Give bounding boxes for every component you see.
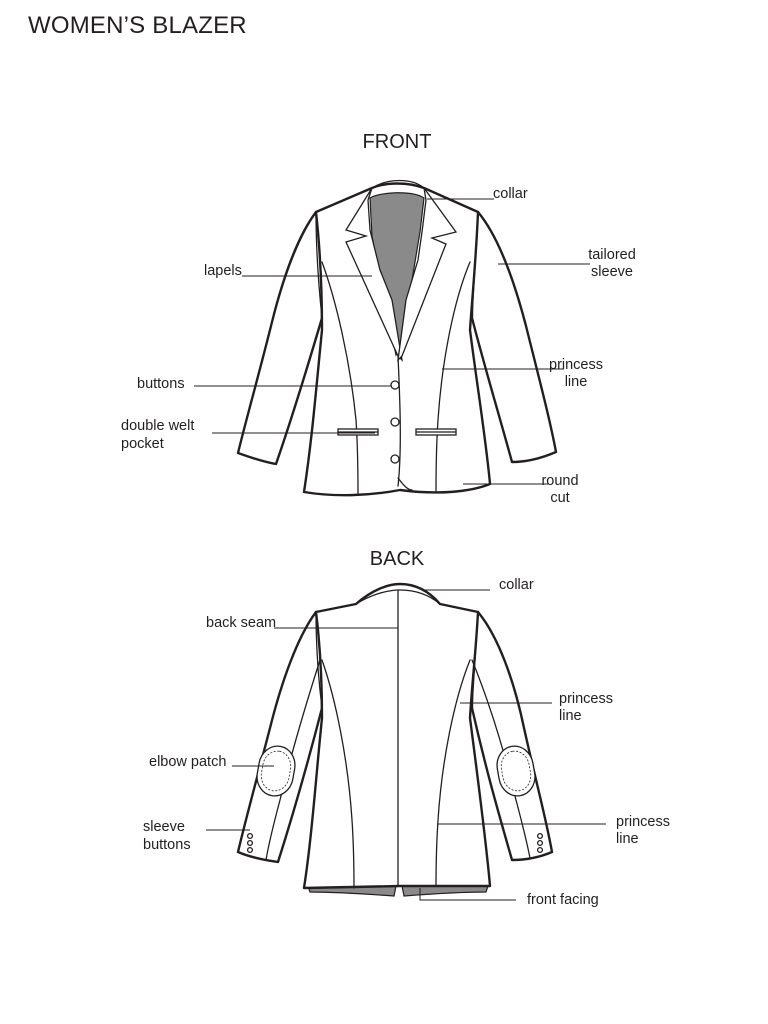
- back-label-collar: collar: [499, 577, 534, 593]
- front-label-buttons: buttons: [137, 376, 185, 392]
- back-label-elbow-patch: elbow patch: [149, 754, 227, 770]
- front-blazer-illustration: [236, 179, 558, 497]
- front-label-round-cut-2: cut: [550, 490, 570, 506]
- back-label-back-seam: back seam: [206, 615, 277, 631]
- front-button-2: [390, 417, 400, 427]
- front-label-round-cut-1: round: [541, 473, 579, 489]
- front-button-3: [390, 454, 400, 464]
- elbow-patch-right: [496, 745, 536, 797]
- front-left-lapel: [345, 187, 403, 362]
- back-label-princess-lower-1: princess: [616, 814, 670, 830]
- front-right-sleeve: [470, 210, 558, 464]
- front-label-double-welt-2: pocket: [121, 436, 164, 452]
- sleeve-button-right-2: [536, 839, 544, 847]
- front-button-1: [390, 380, 400, 390]
- front-princess-line-left: [321, 261, 359, 495]
- back-label-princess-upper-2: line: [559, 708, 582, 724]
- sleeve-button-left-2: [246, 839, 254, 847]
- back-label-sleeve-buttons-2: buttons: [143, 837, 191, 853]
- sleeve-button-right-1: [536, 832, 544, 840]
- front-label-tailored-sleeve-1: tailored: [588, 247, 636, 263]
- front-label-princess-line-2: line: [564, 374, 588, 390]
- back-label-front-facing: front facing: [527, 892, 599, 908]
- back-blazer-illustration: [236, 582, 554, 897]
- front-label-lapels: lapels: [204, 263, 242, 279]
- front-leader-lines: [194, 198, 590, 485]
- front-label-double-welt-1: double welt: [121, 418, 195, 434]
- page-title: WOMEN’S BLAZER: [28, 12, 247, 39]
- front-left-sleeve: [236, 210, 324, 466]
- front-princess-line-right: [435, 261, 471, 493]
- back-label-sleeve-buttons-1: sleeve: [143, 819, 185, 835]
- front-label-princess-line-1: princess: [549, 357, 603, 373]
- elbow-patch-left: [256, 745, 296, 797]
- back-heading: BACK: [369, 548, 425, 570]
- sleeve-button-right-3: [536, 846, 544, 854]
- sleeve-button-left-1: [246, 832, 254, 840]
- sleeve-button-left-3: [246, 846, 254, 854]
- front-heading: FRONT: [362, 131, 432, 153]
- front-label-tailored-sleeve-2: sleeve: [591, 264, 633, 280]
- back-label-princess-lower-2: line: [616, 831, 639, 847]
- back-leader-lines: [206, 589, 606, 901]
- front-label-collar: collar: [493, 186, 528, 202]
- back-label-princess-upper-1: princess: [559, 691, 613, 707]
